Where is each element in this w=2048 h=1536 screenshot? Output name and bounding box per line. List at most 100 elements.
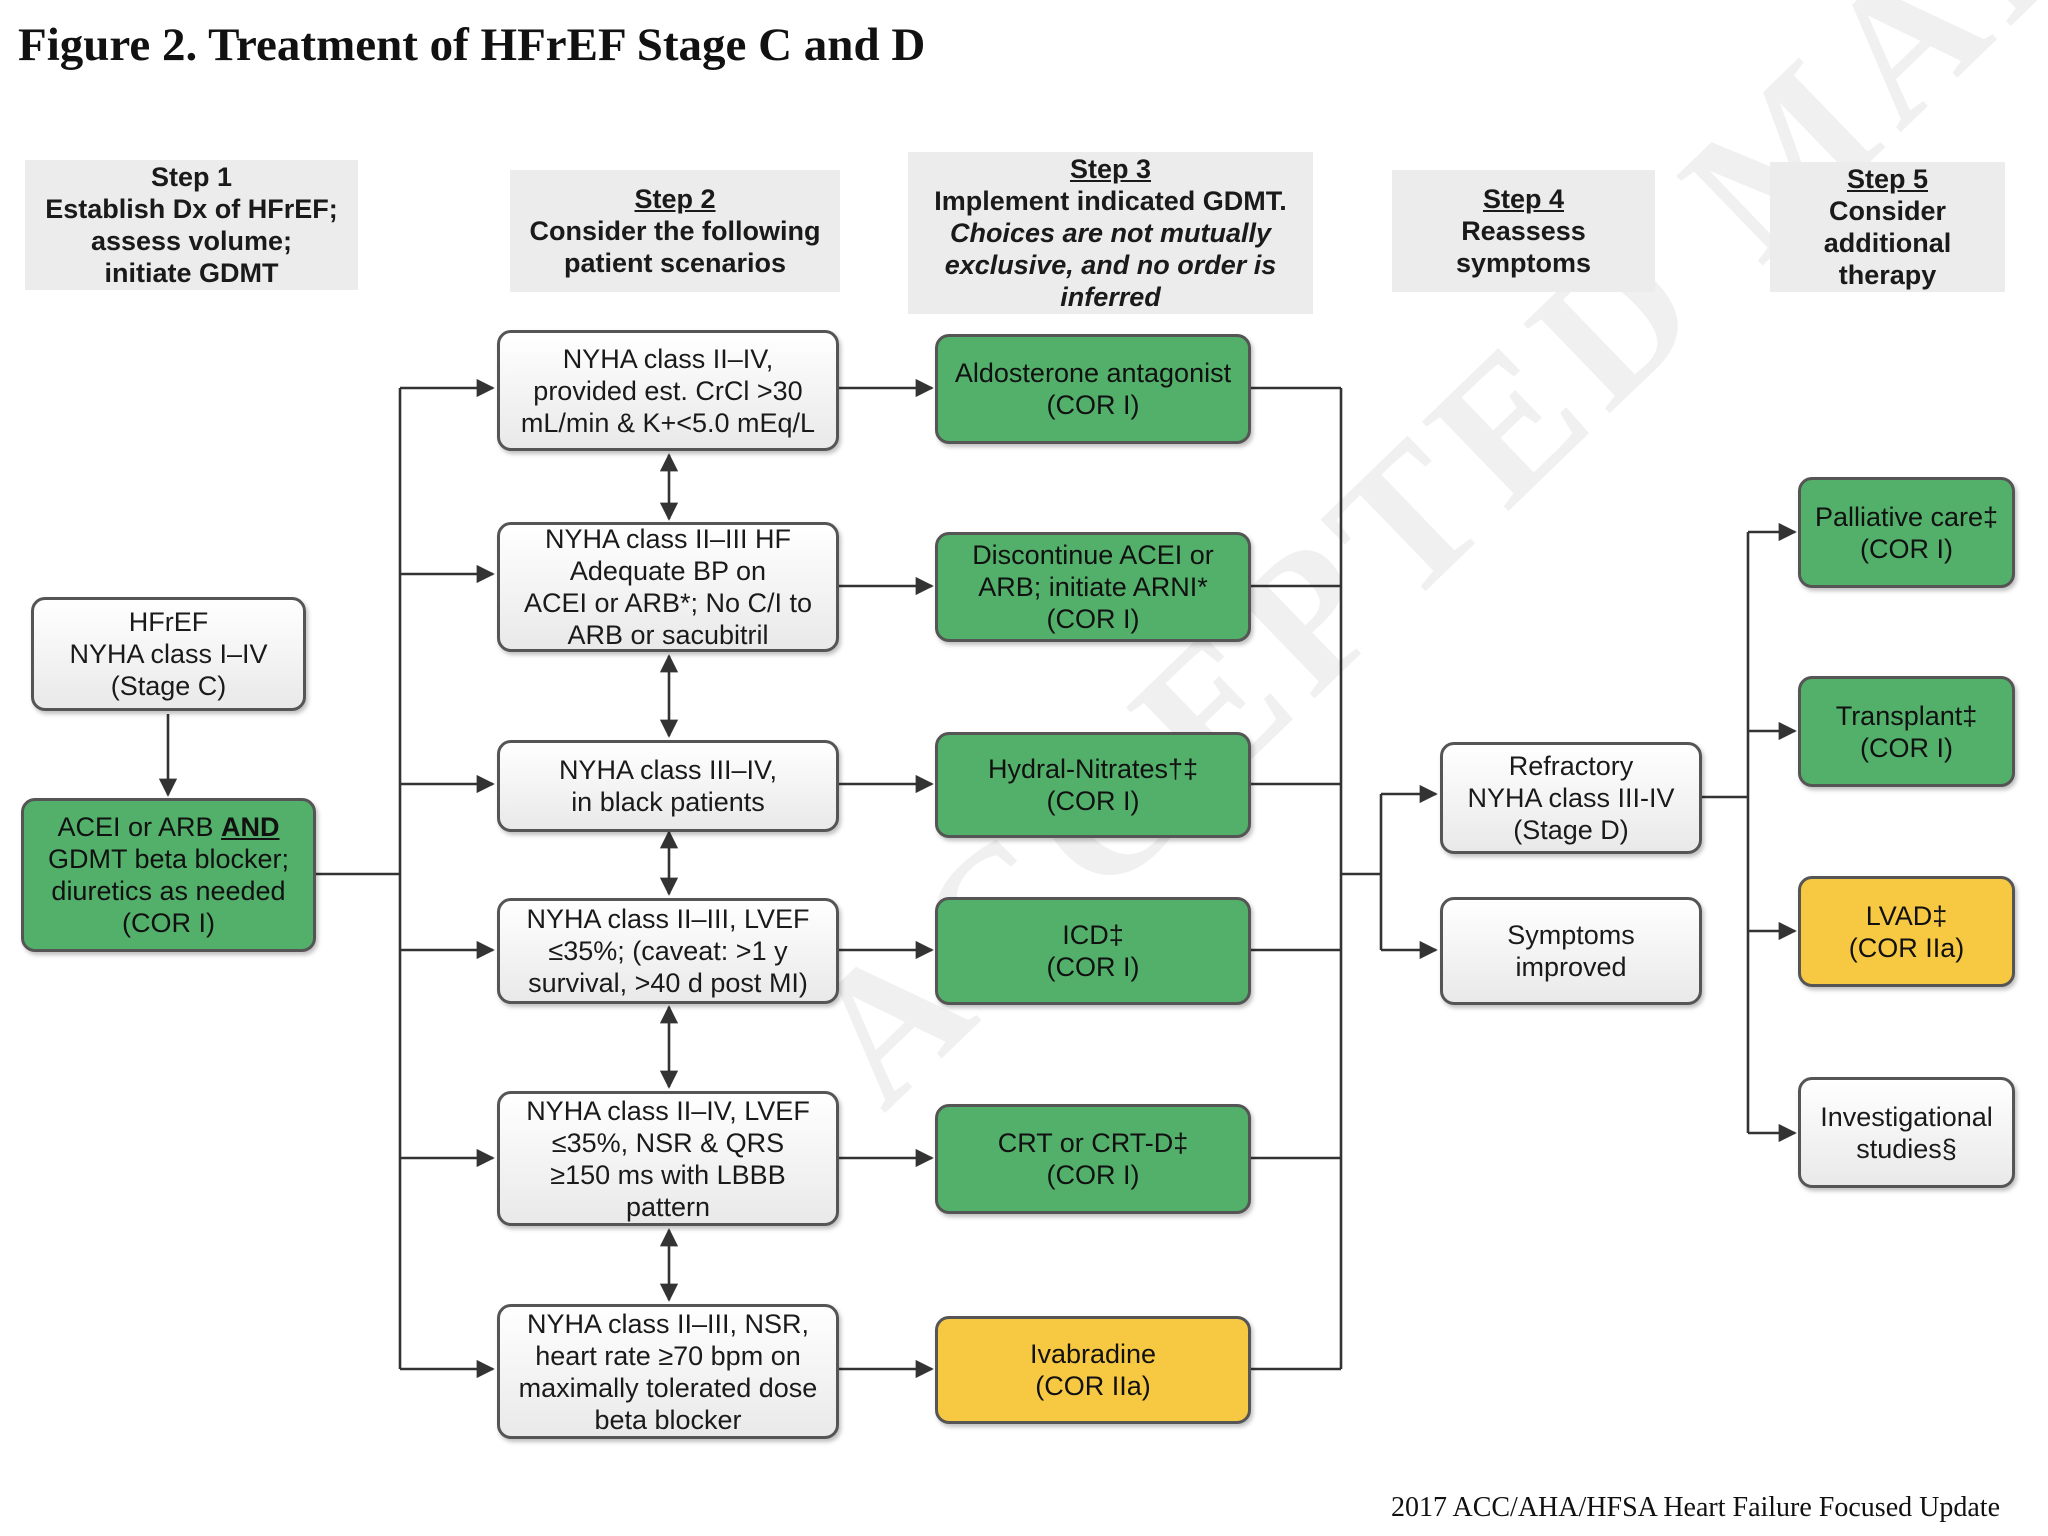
box-line: maximally tolerated dose [518,1372,818,1403]
box-line: beta blocker [594,1404,742,1435]
step-1-header: Step 1 Establish Dx of HFrEF; assess vol… [25,160,358,290]
box-line: ARB or sacubitril [567,620,769,650]
step-3-italic-line: Choices are not mutually [949,218,1272,248]
step-3-line: Implement indicated GDMT. [934,186,1287,216]
box-line: provided est. CrCl >30 [533,375,803,406]
scenario-crt-box: NYHA class II–IV, LVEF ≤35%, NSR & QRS ≥… [497,1091,839,1226]
box-line: (COR I) [1860,732,1953,763]
ivabradine-box: Ivabradine (COR IIa) [935,1316,1251,1424]
box-line: NYHA class I–IV [69,639,268,669]
step-1-heading: Step 1 [150,162,233,192]
box-line: diuretics as needed [51,876,286,906]
box-line: Adequate BP on [569,556,767,586]
box-line: NYHA class II–IV, LVEF [526,1095,810,1126]
refractory-stage-d-box: Refractory NYHA class III-IV (Stage D) [1440,742,1702,854]
box-line: (COR I) [1046,604,1140,634]
box-line: GDMT beta blocker; [47,844,290,874]
step-5-header: Step 5 Consider additional therapy [1770,162,2005,292]
step-4-line: symptoms [1455,248,1592,278]
box-line: NYHA class III-IV [1467,783,1675,813]
box-line: Aldosterone antagonist [954,358,1232,388]
acei-arb-gdmt-box: ACEI or ARB AND GDMT beta blocker; diure… [21,798,316,952]
palliative-care-box: Palliative care‡ (COR I) [1798,477,2015,588]
step-3-italic-line: inferred [1060,282,1161,312]
box-line: (COR I) [122,908,215,938]
box-line: NYHA class II–III, LVEF [526,904,810,934]
step-4-line: Reassess [1461,216,1586,246]
box-line: ACEI or ARB AND [57,811,279,843]
step-2-heading: Step 2 [634,184,716,214]
scenario-aldosterone-box: NYHA class II–IV, provided est. CrCl >30… [497,330,839,451]
step-1-line: initiate GDMT [104,258,279,288]
box-line: NYHA class III–IV, [558,755,778,785]
box-line: HFrEF [128,607,209,637]
step-5-line: Consider [1828,196,1947,226]
step-5-heading: Step 5 [1846,164,1929,194]
aldosterone-antagonist-box: Aldosterone antagonist (COR I) [935,334,1251,444]
step-3-heading: Step 3 [1069,154,1152,184]
box-line: (COR I) [1046,786,1140,816]
box-line: heart rate ≥70 bpm on [535,1340,801,1371]
step-5-line: therapy [1838,260,1937,290]
box-line: Transplant‡ [1835,700,1978,731]
box-line: ARB; initiate ARNI* [978,572,1208,602]
step-2-line: patient scenarios [563,248,787,278]
step-3-italic-line: exclusive, and no order is [944,250,1277,280]
scenario-black-patients-box: NYHA class III–IV, in black patients [497,740,839,832]
crt-box: CRT or CRT-D‡ (COR I) [935,1104,1251,1214]
box-line: NYHA class II–IV, [562,343,774,374]
box-line: Discontinue ACEI or [972,540,1214,570]
scenario-arni-box: NYHA class II–III HF Adequate BP on ACEI… [497,522,839,652]
scenario-ivabradine-box: NYHA class II–III, NSR, heart rate ≥70 b… [497,1304,839,1439]
box-line: ≤35%, NSR & QRS [551,1127,785,1158]
box-line: (Stage D) [1513,815,1629,845]
box-line: Palliative care‡ [1814,501,1999,532]
box-line: (COR I) [1046,390,1140,420]
box-line: pattern [625,1191,711,1222]
figure-title: Figure 2. Treatment of HFrEF Stage C and… [18,19,926,71]
box-line: Investigational [1820,1101,1993,1132]
hfref-stage-c-box: HFrEF NYHA class I–IV (Stage C) [31,597,306,711]
box-line: in black patients [571,787,765,817]
box-line: (COR I) [1046,1160,1140,1190]
box-line: improved [1515,952,1627,982]
lvad-box: LVAD‡ (COR IIa) [1798,876,2015,987]
step-2-header: Step 2 Consider the following patient sc… [510,170,840,292]
box-line: Refractory [1508,751,1634,781]
and-emphasis: AND [221,812,280,842]
step-2-line: Consider the following [529,216,821,246]
box-line: NYHA class II–III HF [544,524,792,554]
box-line: (COR IIa) [1035,1371,1151,1401]
investigational-studies-box: Investigational studies§ [1798,1077,2015,1188]
arni-box: Discontinue ACEI or ARB; initiate ARNI* … [935,532,1251,642]
step-5-line: additional [1823,228,1952,258]
box-line: (COR I) [1046,952,1140,982]
box-line: mL/min & K+<5.0 mEq/L [520,407,816,438]
source-credit: 2017 ACC/AHA/HFSA Heart Failure Focused … [1391,1492,2000,1523]
box-line: Ivabradine [1029,1339,1157,1369]
box-line: CRT or CRT-D‡ [997,1128,1189,1158]
step-3-header: Step 3 Implement indicated GDMT. Choices… [908,152,1313,314]
box-line: LVAD‡ [1865,900,1948,931]
acei-text: ACEI or ARB [57,812,222,842]
scenario-icd-box: NYHA class II–III, LVEF ≤35%; (caveat: >… [497,898,839,1004]
step-4-header: Step 4 Reassess symptoms [1392,170,1655,292]
box-line: Symptoms [1507,920,1635,950]
step-1-line: Establish Dx of HFrEF; [45,194,338,224]
box-line: (COR I) [1860,533,1953,564]
box-line: survival, >40 d post MI) [528,968,808,998]
step-4-heading: Step 4 [1482,184,1565,214]
box-line: (Stage C) [110,671,227,701]
box-line: ≤35%; (caveat: >1 y [548,936,788,966]
box-line: ACEI or ARB*; No C/I to [523,588,813,618]
step-1-line: assess volume; [90,226,293,256]
box-line: NYHA class II–III, NSR, [526,1308,810,1339]
hydral-nitrates-box: Hydral-Nitrates†‡ (COR I) [935,732,1251,838]
box-line: studies§ [1856,1133,1957,1164]
box-line: (COR IIa) [1848,932,1965,963]
box-line: ≥150 ms with LBBB [550,1159,786,1190]
icd-box: ICD‡ (COR I) [935,897,1251,1005]
box-line: Hydral-Nitrates†‡ [987,754,1199,784]
transplant-box: Transplant‡ (COR I) [1798,676,2015,787]
